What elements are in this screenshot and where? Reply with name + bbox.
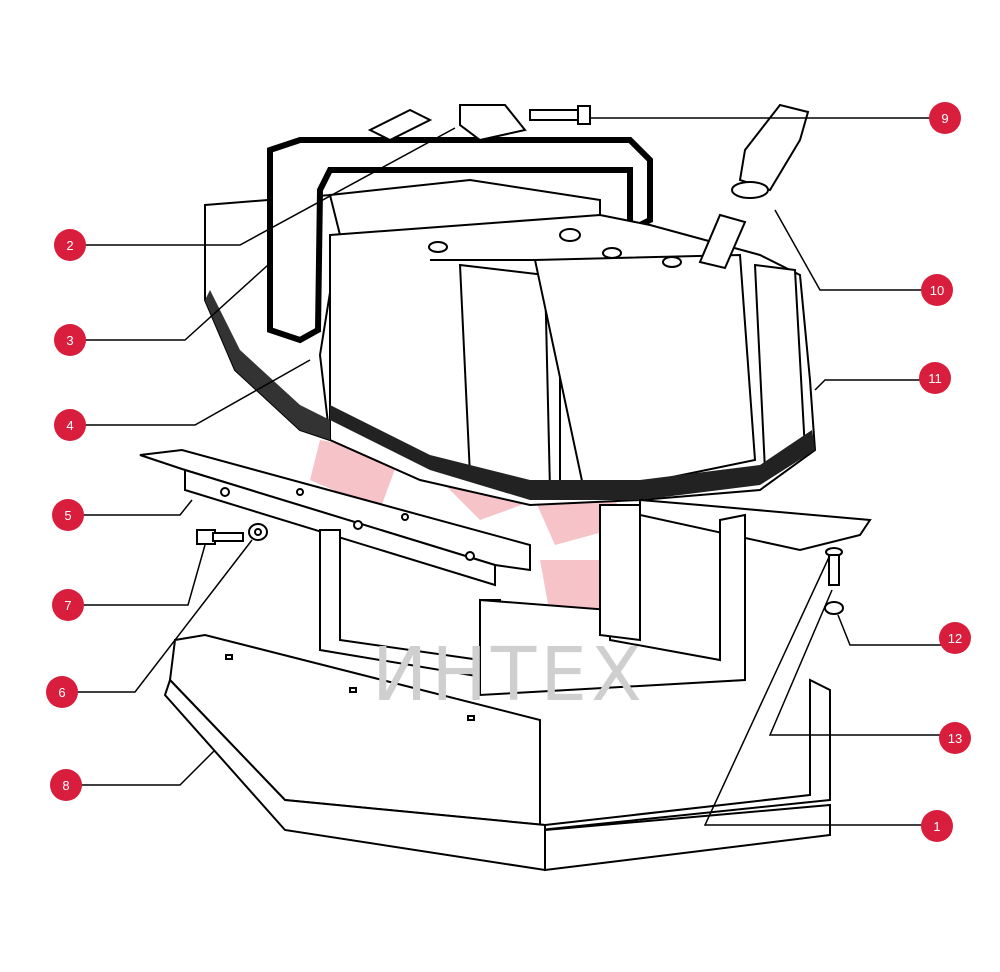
svg-text:5: 5	[64, 508, 71, 523]
leader-line-1	[703, 554, 935, 826]
leader-line-4	[70, 359, 311, 426]
callout-11[interactable]: 11	[919, 362, 951, 394]
callout-3[interactable]: 3	[54, 324, 86, 356]
leader-line-6	[62, 539, 253, 693]
leader-line-13	[768, 589, 955, 736]
watermark-text: ИНТЕХ	[372, 632, 646, 718]
nut-12-part	[824, 601, 844, 615]
svg-text:12: 12	[948, 631, 962, 646]
callout-13[interactable]: 13	[939, 722, 971, 754]
callout-10[interactable]: 10	[921, 274, 953, 306]
washer-6-part	[248, 523, 268, 541]
svg-text:10: 10	[930, 283, 944, 298]
callout-7[interactable]: 7	[52, 589, 84, 621]
bolt-7-part	[196, 529, 244, 545]
callout-2[interactable]: 2	[54, 229, 86, 261]
fuel-tank	[204, 104, 872, 552]
bolt-9-part	[529, 105, 591, 125]
leader-line-8	[70, 749, 216, 786]
svg-text:4: 4	[66, 418, 73, 433]
svg-text:2: 2	[66, 238, 73, 253]
leader-line-3	[70, 264, 269, 341]
leader-line-11	[814, 379, 935, 391]
svg-text:1: 1	[933, 819, 940, 834]
leader-line-2	[70, 127, 456, 246]
u-frame-support	[319, 504, 746, 697]
leader-line-5	[70, 499, 193, 516]
leader-line-12	[837, 614, 955, 646]
leader-line-10	[774, 209, 935, 291]
callout-6[interactable]: 6	[46, 676, 78, 708]
svg-text:8: 8	[62, 778, 69, 793]
svg-text:6: 6	[58, 685, 65, 700]
mounting-bracket	[139, 448, 531, 587]
tank-cradle	[163, 633, 831, 872]
callout-8[interactable]: 8	[50, 769, 82, 801]
svg-text:3: 3	[66, 333, 73, 348]
callout-1[interactable]: 1	[921, 810, 953, 842]
filler-pipe-part	[731, 103, 810, 199]
leader-lines	[62, 117, 955, 826]
svg-text:13: 13	[948, 731, 962, 746]
svg-text:11: 11	[928, 371, 942, 386]
callout-badges: 1 2 3 4 5 6 7 8	[46, 102, 971, 842]
bolt-13-part	[825, 547, 843, 586]
svg-text:7: 7	[64, 598, 71, 613]
callout-12[interactable]: 12	[939, 622, 971, 654]
callout-4[interactable]: 4	[54, 409, 86, 441]
leader-line-7	[70, 544, 206, 606]
svg-text:9: 9	[941, 111, 948, 126]
callout-5[interactable]: 5	[52, 499, 84, 531]
callout-9[interactable]: 9	[929, 102, 961, 134]
